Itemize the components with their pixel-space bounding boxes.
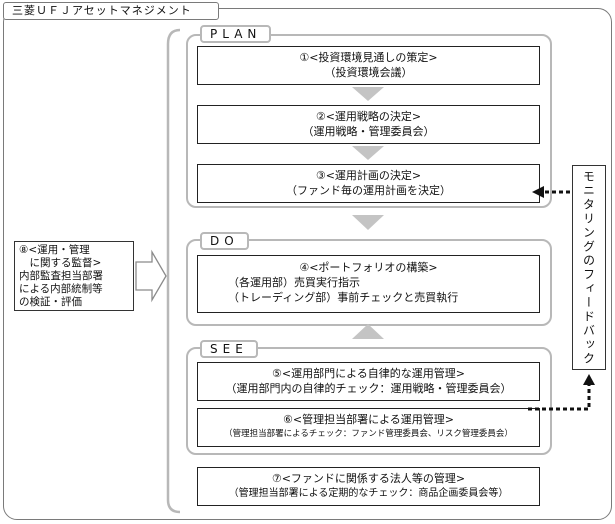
step3-title: ③<運用計画の決定> (315, 169, 422, 182)
step3-sub: （ファンド毎の運用計画を決定） (286, 184, 451, 197)
step6-title: ⑥<管理担当部署による運用管理> (283, 413, 454, 426)
outer-frame (3, 8, 612, 520)
audit-block-arrow (135, 249, 167, 303)
audit-line: に関する監督> (19, 257, 102, 269)
feedback-arrowhead (583, 374, 595, 385)
step7-box: ⑦<ファンドに関係する法人等の管理> （管理担当部署による定期的なチェック：商品… (197, 467, 540, 506)
down-arrow (352, 215, 384, 230)
feedback-return-arrowhead (532, 186, 544, 198)
company-name-tab: 三菱ＵＦＪアセットマネジメント (3, 2, 219, 20)
down-arrow (352, 146, 384, 160)
step5-box: ⑤<運用部門による自律的な運用管理> （運用部門内の自律的チェック：運用戦略・管… (197, 362, 540, 401)
step6-sub: （管理担当部署によるチェック：ファンド管理委員会、リスク管理委員会） (224, 429, 513, 439)
see-label: SEE (200, 340, 258, 358)
step2-box: ②<運用戦略の決定> （運用戦略・管理委員会） (197, 105, 540, 144)
audit-line: による内部統制等 (19, 283, 103, 295)
plan-label: PLAN (200, 25, 272, 43)
step1-title: ①<投資環境見通しの策定> (299, 51, 438, 64)
feedback-box: モニタリングのフィードバック (572, 165, 606, 370)
step7-title: ⑦<ファンドに関係する法人等の管理> (271, 472, 466, 485)
step6-box: ⑥<管理担当部署による運用管理> （管理担当部署によるチェック：ファンド管理委員… (197, 408, 540, 447)
audit-line: ⑧<運用・管理 (19, 244, 90, 256)
do-label: DO (200, 232, 249, 250)
step4-line3: （トレーディング部）事前チェックと売買執行 (228, 291, 459, 304)
step5-sub: （運用部門内の自律的チェック：運用戦略・管理委員会） (225, 382, 512, 395)
main-bracket (166, 28, 181, 514)
down-arrow (352, 87, 384, 101)
step1-sub: （投資環境会議） (324, 66, 413, 79)
step4-line2: （各運用部）売買実行指示 (228, 276, 360, 289)
step7-sub: （管理担当部署による定期的なチェック：商品企画委員会等） (228, 488, 509, 499)
step5-title: ⑤<運用部門による自律的な運用管理> (272, 367, 465, 380)
step2-sub: （運用戦略・管理委員会） (302, 125, 435, 138)
audit-line: 内部監査担当部署 (19, 270, 103, 282)
step4-title: ④<ポートフォリオの構築> (299, 261, 438, 274)
audit-box: ⑧<運用・管理 に関する監督> 内部監査担当部署 による内部統制等 の検証・評価 (14, 241, 134, 311)
feedback-dotted-line (528, 384, 591, 411)
step2-title: ②<運用戦略の決定> (315, 110, 422, 123)
step4-box: ④<ポートフォリオの構築> （各運用部）売買実行指示 （トレーディング部）事前チ… (197, 255, 540, 313)
step3-box: ③<運用計画の決定> （ファンド毎の運用計画を決定） (197, 164, 540, 203)
step1-box: ①<投資環境見通しの策定> （投資環境会議） (197, 46, 540, 85)
audit-line: の検証・評価 (19, 296, 82, 308)
up-arrow (352, 324, 384, 339)
